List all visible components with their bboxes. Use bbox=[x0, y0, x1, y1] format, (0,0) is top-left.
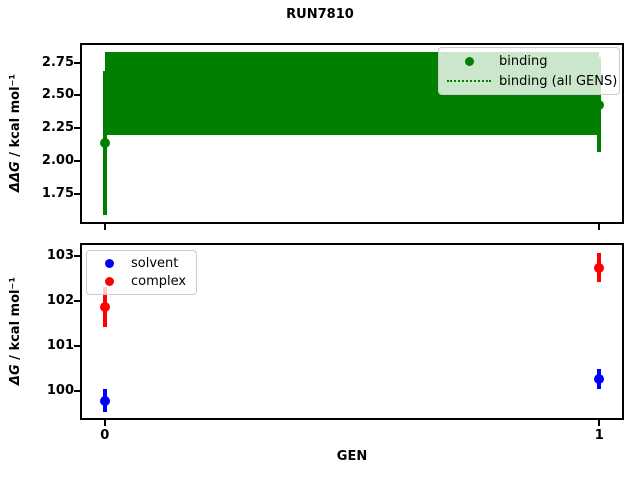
x-tick bbox=[103, 224, 106, 230]
y-tick-label: 2.50 bbox=[41, 87, 74, 103]
legend-entry-binding-all-gens-label: binding (all GENS) bbox=[499, 73, 618, 89]
y-tick-label: 2.00 bbox=[41, 153, 74, 169]
y-tick-label: 2.25 bbox=[41, 120, 74, 136]
y-tick-label: 2.75 bbox=[41, 54, 74, 70]
x-tick bbox=[598, 420, 601, 426]
bottom-y-axis-label: ΔG / kcal mol⁻¹ bbox=[8, 246, 26, 416]
binding-dot-icon bbox=[447, 56, 491, 66]
y-tick bbox=[74, 389, 80, 392]
y-tick-label: 100 bbox=[46, 382, 74, 398]
y-tick bbox=[74, 300, 80, 303]
x-tick-label: 0 bbox=[100, 428, 110, 443]
legend-entry-complex-label: complex bbox=[131, 274, 187, 290]
dg-legend: solvent complex bbox=[86, 250, 197, 295]
top-axes-frame bbox=[80, 43, 624, 224]
y-tick-label: 101 bbox=[46, 338, 74, 354]
y-tick bbox=[74, 160, 80, 163]
y-tick bbox=[74, 345, 80, 348]
y-tick-label: 102 bbox=[46, 293, 74, 309]
y-tick-label: 1.75 bbox=[41, 185, 74, 201]
legend-entry-complex: complex bbox=[95, 274, 188, 289]
y-tick bbox=[74, 127, 80, 130]
y-tick-label: 103 bbox=[46, 248, 74, 264]
x-tick-label: 1 bbox=[594, 428, 604, 443]
x-tick bbox=[598, 224, 601, 230]
binding-data-point bbox=[594, 99, 605, 110]
legend-entry-solvent: solvent bbox=[95, 256, 188, 271]
x-tick bbox=[103, 420, 106, 426]
x-axis-label: GEN bbox=[336, 449, 368, 464]
top-y-axis-label-units: / kcal mol⁻¹ bbox=[8, 73, 23, 162]
y-tick bbox=[74, 255, 80, 258]
legend-entry-binding-all-gens: binding (all GENS) bbox=[447, 74, 617, 89]
complex-data-point bbox=[99, 302, 110, 313]
legend-entry-binding: binding bbox=[447, 54, 611, 69]
top-y-axis-label-math: ΔΔG bbox=[8, 161, 23, 193]
solvent-data-point bbox=[99, 395, 110, 406]
complex-dot-icon bbox=[95, 277, 123, 287]
y-tick bbox=[74, 94, 80, 97]
top-y-axis-label: ΔΔG / kcal mol⁻¹ bbox=[8, 48, 26, 218]
solvent-data-point bbox=[594, 373, 605, 384]
y-tick bbox=[74, 192, 80, 195]
legend-entry-solvent-label: solvent bbox=[131, 255, 179, 271]
dotted-line-icon bbox=[447, 80, 491, 82]
bottom-axes-frame bbox=[80, 243, 624, 420]
figure-title: RUN7810 bbox=[286, 7, 354, 22]
bottom-y-axis-label-units: / kcal mol⁻¹ bbox=[8, 276, 23, 365]
y-tick bbox=[74, 61, 80, 64]
complex-data-point bbox=[594, 262, 605, 273]
legend-entry-binding-label: binding bbox=[499, 53, 548, 69]
binding-legend: binding binding (all GENS) bbox=[438, 47, 620, 95]
bottom-y-axis-label-math: ΔG bbox=[8, 364, 23, 386]
solvent-dot-icon bbox=[95, 258, 123, 268]
binding-data-point bbox=[99, 137, 110, 148]
